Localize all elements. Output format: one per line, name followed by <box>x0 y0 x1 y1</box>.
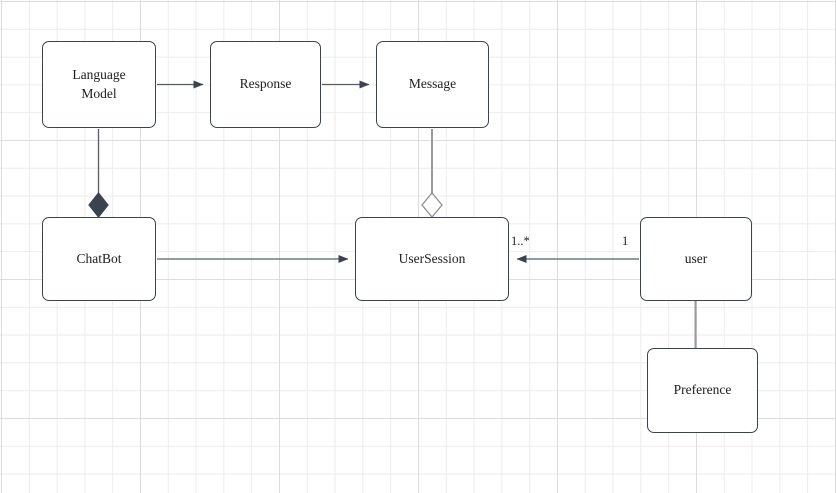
node-preference-label: Preference <box>673 382 732 398</box>
edge-language-model-composes-chatbot <box>88 129 109 218</box>
node-usersession[interactable]: UserSession <box>355 217 509 301</box>
node-response[interactable]: Response <box>210 41 321 128</box>
node-message[interactable]: Message <box>376 41 489 128</box>
filled-diamond-icon <box>88 192 109 218</box>
edge-message-aggregates-usersession <box>421 129 443 219</box>
node-message-label: Message <box>408 76 457 92</box>
node-preference[interactable]: Preference <box>647 348 758 433</box>
node-user[interactable]: user <box>640 217 752 301</box>
edge-label-multiplicity-usersession: 1..* <box>511 234 530 248</box>
node-chatbot[interactable]: ChatBot <box>42 217 156 301</box>
node-chatbot-label: ChatBot <box>76 250 122 266</box>
hollow-diamond-icon <box>421 191 443 219</box>
node-language-model[interactable]: Language Model <box>42 41 156 128</box>
node-usersession-label: UserSession <box>398 250 466 266</box>
node-response-label: Response <box>239 76 292 92</box>
edge-label-multiplicity-user: 1 <box>622 234 629 248</box>
node-user-label: user <box>684 250 708 266</box>
node-language-model-label: Language Model <box>72 67 126 101</box>
